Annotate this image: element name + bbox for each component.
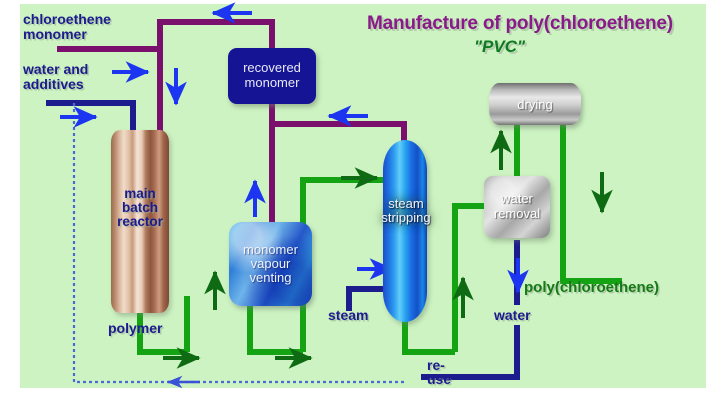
unit-recovered-monomer[interactable]: recovered monomer [228,48,316,104]
pipe-top-return-to-reactor [157,19,275,49]
unit-label-drying: drying [517,96,553,112]
unit-label-monomer-vapour-venting: monomer vapour venting [243,241,298,286]
input-label-chloroethene-monomer: chloroethene monomer [23,11,111,42]
pipe-slurry-out-of-venting [247,306,303,355]
pipe-stripper-bottoms [402,318,455,355]
pipe-polymer-out-of-reactor [137,310,187,355]
pipe-stripper-vapour-to-recovered [269,104,407,146]
page-subtitle: "PVC" [474,37,526,56]
unit-steam-stripping[interactable] [383,140,427,322]
unit-water-removal[interactable]: water removal [484,176,550,238]
unit-label-water-removal: water removal [493,191,541,221]
pipe-product-out-of-drying [560,122,622,284]
page-title: Manufacture of poly(chloroethene) [367,13,673,34]
unit-label-main-batch-reactor: main batch reactor [117,186,163,230]
unit-monomer-vapour-venting[interactable]: monomer vapour venting [229,222,312,306]
pipe-steam-inlet [346,286,386,311]
pipe-recycle-dotted [72,103,404,384]
input-label-steam: steam [328,307,369,323]
stream-label-re-use: re- use [427,357,452,387]
unit-main-batch-reactor[interactable] [111,130,169,313]
unit-label-steam-stripping: steam stripping [381,196,431,226]
pipe-water-reuse-return [421,325,520,380]
stream-label-product: poly(chloroethene) [524,279,660,296]
pipe-into-water-removal [452,203,487,352]
stream-label-polymer: polymer [108,320,163,336]
input-label-water-and-additives: water and additives [23,61,89,92]
stream-label-water: water [494,307,531,323]
unit-label-recovered-monomer: recovered monomer [243,60,301,90]
unit-drying[interactable]: drying [489,83,581,125]
